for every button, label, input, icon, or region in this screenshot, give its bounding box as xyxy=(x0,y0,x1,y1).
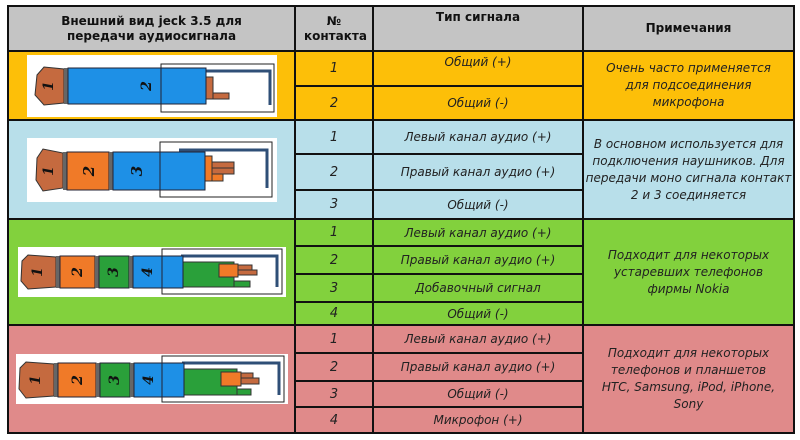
table-row: 4 Микрофон (+) xyxy=(8,406,794,434)
contact-number: 2 xyxy=(294,153,374,191)
table-row: 3 Добавочный сигнал xyxy=(8,273,794,303)
signal-type: Левый канал аудио (+) xyxy=(372,218,584,247)
header-appearance: Внешний вид jeck 3.5 для передачи аудиос… xyxy=(7,5,296,52)
contact-number: 2 xyxy=(294,85,374,121)
note-cell: Очень часто применяется для подсоединени… xyxy=(582,50,795,121)
jack-plug-4-contact-icon: 1 2 3 4 xyxy=(17,247,286,297)
contact-number: 4 xyxy=(294,406,374,434)
plug-label: 2 xyxy=(80,165,98,176)
contact-number: 2 xyxy=(294,245,374,275)
plug-label: 2 xyxy=(70,375,86,386)
jack-plug-3-contact-icon: 1 2 3 xyxy=(26,137,277,202)
plug-image-4-contact-nokia: 1 2 3 4 xyxy=(7,218,296,326)
table-row: 2 Правый канал аудио (+) xyxy=(8,352,794,382)
header-notes: Примечания xyxy=(582,5,795,52)
signal-type: Добавочный сигнал xyxy=(372,273,584,303)
table-row: 2 Общий (-) xyxy=(8,85,794,121)
signal-type: Правый канал аудио (+) xyxy=(372,245,584,275)
signal-type: Левый канал аудио (+) xyxy=(372,119,584,155)
contact-number: 3 xyxy=(294,273,374,303)
plug-label: 3 xyxy=(128,165,146,175)
contact-number: 1 xyxy=(294,50,374,87)
table-row: 2 Правый канал аудио (+) xyxy=(8,245,794,275)
jack-pinout-table: Внешний вид jeck 3.5 для передачи аудиос… xyxy=(7,5,795,434)
signal-type: Правый канал аудио (+) xyxy=(372,153,584,191)
contact-number: 1 xyxy=(294,324,374,354)
header-row: Внешний вид jeck 3.5 для передачи аудиос… xyxy=(7,5,795,52)
table-row: 4 Общий (-) xyxy=(8,301,794,326)
plug-label: 1 xyxy=(41,81,57,91)
plug-label: 3 xyxy=(107,375,123,385)
plug-label: 1 xyxy=(41,166,57,176)
contact-number: 2 xyxy=(294,352,374,382)
signal-type: Микрофон (+) xyxy=(372,406,584,434)
contact-number: 1 xyxy=(294,119,374,155)
signal-type: Общий (-) xyxy=(372,189,584,220)
table-row: 1 2 1 Общий (+) Очень часто применяется … xyxy=(7,50,795,121)
contact-number: 3 xyxy=(294,189,374,220)
contact-number: 4 xyxy=(294,301,374,326)
contact-number: 3 xyxy=(294,380,374,408)
table-row: 3 Общий (-) xyxy=(8,380,794,408)
plug-image-4-contact-ctia: 1 2 3 4 xyxy=(7,324,296,434)
plug-label: 2 xyxy=(139,80,155,91)
plug-label: 3 xyxy=(106,267,122,277)
signal-type: Общий (+) xyxy=(372,50,584,87)
plug-label: 2 xyxy=(70,267,86,278)
signal-type: Левый канал аудио (+) xyxy=(372,324,584,354)
table-row: 3 Общий (-) xyxy=(8,189,794,220)
plug-label: 4 xyxy=(140,267,156,277)
contact-number: 1 xyxy=(294,218,374,247)
signal-type: Общий (-) xyxy=(372,301,584,326)
plug-image-3-contact: 1 2 3 xyxy=(7,119,296,220)
table-row: 2 Правый канал аудио (+) xyxy=(8,153,794,191)
table-row: 1 2 3 1 Левый канал аудио (+) В основном… xyxy=(7,119,795,220)
plug-label: 1 xyxy=(30,267,46,277)
plug-label: 4 xyxy=(141,375,157,385)
plug-label: 1 xyxy=(28,375,44,385)
plug-image-2-contact: 1 2 xyxy=(7,50,296,121)
note-cell: В основном используется для подключения … xyxy=(582,119,795,220)
jack-plug-2-contact-icon: 1 2 xyxy=(26,54,277,117)
signal-type: Общий (-) xyxy=(372,85,584,121)
header-signal-type: Тип сигнала xyxy=(372,5,584,52)
table-row: 1 2 3 4 1 Левый канал аудио (+) Подходит… xyxy=(7,218,795,326)
header-contact-number: № контакта xyxy=(294,5,374,52)
signal-type: Общий (-) xyxy=(372,380,584,408)
signal-type: Правый канал аудио (+) xyxy=(372,352,584,382)
table-row: 1 2 3 4 1 Левый канал аудио (+) Подходит… xyxy=(7,324,795,434)
note-cell: Подходит для некоторых телефонов и планш… xyxy=(582,324,795,434)
note-cell: Подходит для некоторых устаревших телефо… xyxy=(582,218,795,326)
jack-plug-4-contact-icon: 1 2 3 4 xyxy=(15,354,288,404)
